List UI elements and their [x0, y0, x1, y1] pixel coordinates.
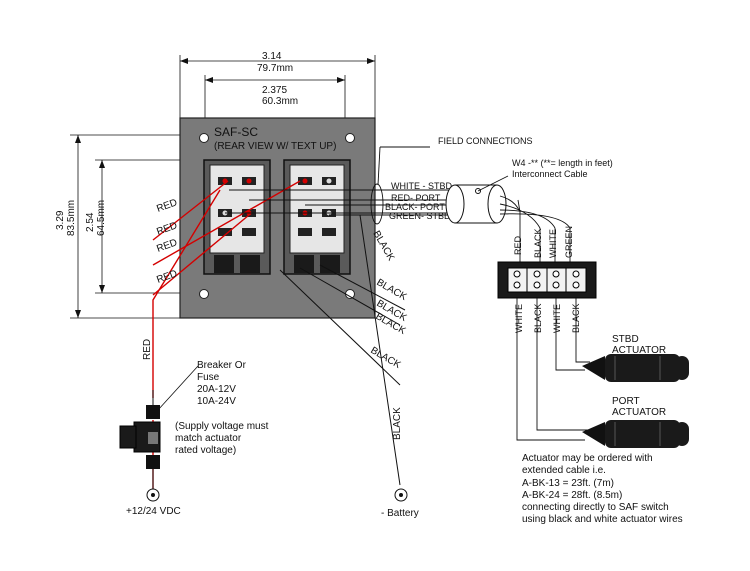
actuator-note: Actuator may be ordered with extended ca… [522, 453, 683, 525]
supply-note-line1: (Supply voltage must [175, 421, 269, 432]
dim-width-inner-mm: 60.3mm [262, 96, 298, 107]
supply-note-line3: rated voltage) [175, 445, 236, 456]
dim-height-inner-in: 2.54 [85, 212, 96, 232]
mount-hole-icon [199, 289, 209, 299]
screw-icon [552, 281, 560, 289]
cable-label-line2: Interconnect Cable [512, 169, 588, 179]
breaker-label-line4: 10A-24V [197, 396, 236, 407]
positive-supply-label: +12/24 VDC [126, 506, 181, 517]
screw-icon [572, 281, 580, 289]
right-rocker-switch [283, 159, 351, 275]
cable-label-line1: W4 -** (**= length in feet) [512, 158, 613, 168]
panel-view-note: (REAR VIEW W/ TEXT UP) [214, 141, 336, 152]
breaker-callout [157, 365, 199, 411]
screw-icon [533, 270, 541, 278]
dim-width-outer-in: 3.14 [262, 51, 282, 62]
screw-icon [533, 281, 541, 289]
port-actuator-icon [582, 420, 689, 448]
stbd-actuator-icon [582, 354, 689, 382]
stbd-actuator-label-line1: STBD [612, 334, 639, 345]
actuator-wire-label-white: WHITE [514, 304, 524, 333]
dim-width-inner-in: 2.375 [262, 85, 287, 96]
breaker-label-line2: Fuse [197, 372, 220, 383]
actuator-wire-label-white: WHITE [552, 304, 562, 333]
battery-negative-label: - Battery [381, 508, 419, 519]
red-wire-labels: RED RED RED RED RED [142, 197, 179, 360]
actuator-note-line2: extended cable i.e. [522, 465, 606, 476]
breaker-label-line1: Breaker Or [197, 360, 247, 371]
field-wires [225, 146, 453, 216]
terminal-icon [218, 228, 232, 236]
terminal-icon [298, 228, 312, 236]
actuator-wire-label-black: BLACK [571, 303, 581, 333]
terminal-block [497, 261, 597, 299]
dim-width-outer-mm: 79.7mm [257, 63, 293, 74]
black-wire-label: BLACK [392, 407, 403, 440]
wire-label-white-stbd: WHITE - STBD [391, 181, 452, 191]
screw-icon [572, 270, 580, 278]
breaker-label-line3: 20A-12V [197, 384, 236, 395]
terminal-icon [322, 228, 336, 236]
battery-negative-terminal-icon [394, 488, 408, 502]
red-wire-label: RED [155, 197, 179, 215]
red-wire-label: RED [155, 220, 179, 238]
actuator-note-line6: using black and white actuator wires [522, 514, 683, 525]
wire-color-label-red: RED [513, 235, 523, 255]
black-wire-label: BLACK [369, 345, 403, 371]
actuator-wire-label-black: BLACK [533, 303, 543, 333]
stbd-actuator-label-line2: ACTUATOR [612, 345, 666, 356]
terminal-icon [242, 228, 256, 236]
supply-note-line2: match actuator [175, 433, 242, 444]
actuator-note-line3: A-BK-13 = 23ft. (7m) [522, 478, 614, 489]
positive-terminal-icon [146, 488, 160, 502]
screw-icon [552, 270, 560, 278]
actuator-wires [516, 298, 590, 441]
wire-color-label-black: BLACK [533, 228, 543, 258]
actuator-note-line1: Actuator may be ordered with [522, 453, 653, 464]
port-actuator-label-line2: ACTUATOR [612, 407, 666, 418]
wire-label-green-stbd: GREEN- STBD [389, 211, 451, 221]
dim-height-outer-mm: 83.5mm [66, 200, 77, 236]
wire-label-black-port: BLACK- PORT [385, 202, 445, 212]
dim-height-outer-in: 3.29 [55, 210, 66, 230]
panel-model-label: SAF-SC [214, 125, 258, 139]
field-connections-label: FIELD CONNECTIONS [438, 136, 533, 146]
mount-hole-icon [199, 133, 209, 143]
red-wire-label: RED [142, 339, 153, 360]
terminal-feed-wires [519, 212, 571, 268]
black-wires [279, 214, 406, 486]
mount-hole-icon [345, 289, 355, 299]
interconnect-cable [445, 175, 571, 229]
port-actuator-label-line1: PORT [612, 396, 640, 407]
dimension-arrows [75, 58, 375, 318]
screw-icon [513, 281, 521, 289]
screw-icon [513, 270, 521, 278]
actuator-note-line5: connecting directly to SAF switch [522, 502, 669, 513]
wire-label-red-port: RED- PORT [391, 193, 441, 203]
dim-height-inner-mm: 64.5mm [96, 200, 107, 236]
breaker-fuse-icon [119, 390, 161, 490]
wire-color-label-green: GREEN [564, 226, 574, 258]
wire-color-label-white: WHITE [548, 229, 558, 258]
actuator-note-line4: A-BK-24 = 28ft. (8.5m) [522, 490, 622, 501]
field-connections-marker [370, 183, 384, 225]
mount-hole-icon [345, 133, 355, 143]
